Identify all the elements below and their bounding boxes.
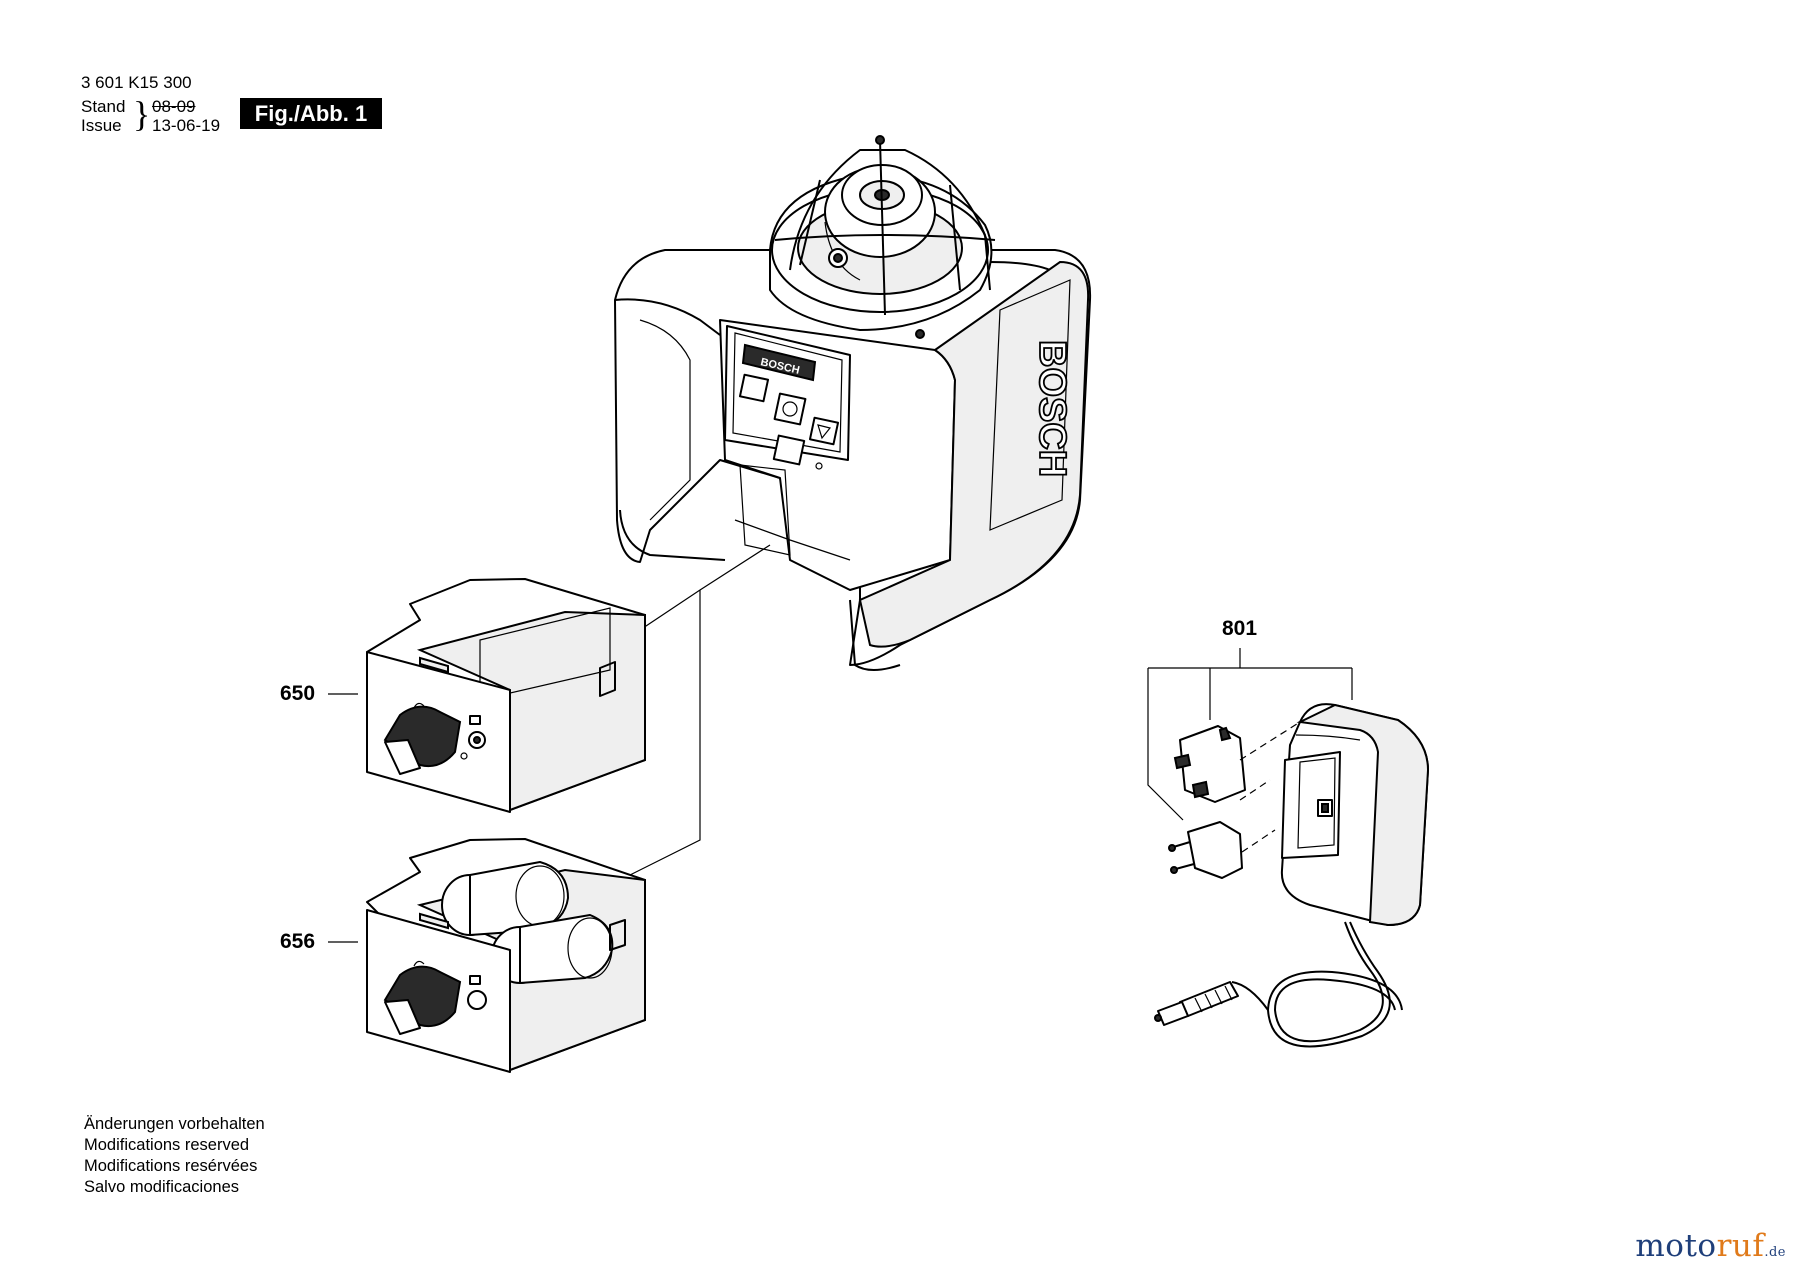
date-brace-icon: } (133, 94, 151, 134)
charger-801 (1147, 648, 1430, 1048)
leader-line-656 (619, 590, 701, 881)
stand-label: Stand (81, 97, 126, 116)
stand-date: 08-09 (152, 97, 196, 116)
footer-line-de: Änderungen vorbehalten (84, 1115, 265, 1133)
watermark-tld: .de (1764, 1245, 1786, 1260)
panel-rotation-button-icon (772, 434, 806, 466)
figure-label: Fig./Abb. 1 (240, 98, 382, 129)
issue-date: 13-06-19 (152, 116, 221, 135)
watermark-part2: ruf (1716, 1228, 1765, 1264)
callout-650: 650 (280, 682, 316, 705)
laser-head (769, 135, 996, 339)
callout-656: 656 (280, 930, 316, 953)
issue-label: Issue (81, 116, 122, 135)
panel-button-left-icon (738, 373, 770, 403)
watermark-part1: moto (1635, 1228, 1717, 1264)
footer-line-fr: Modifications resérvées (84, 1157, 258, 1175)
part-number: 3 601 K15 300 (81, 73, 192, 92)
battery-holder-656 (366, 838, 646, 1073)
watermark-logo: motoruf.de (1635, 1228, 1786, 1264)
battery-pack-650 (366, 578, 646, 813)
footer-notes: Änderungen vorbehalten Modifications res… (84, 1114, 265, 1198)
footer-line-es: Salvo modificaciones (84, 1178, 239, 1196)
panel-button-down-icon (808, 416, 840, 446)
panel-power-button-icon (773, 392, 807, 426)
side-brand-label: BOSCH (1031, 340, 1073, 477)
footer-line-en: Modifications reserved (84, 1136, 250, 1154)
rotation-laser-unit: BOSCH BO (614, 135, 1092, 671)
callout-801: 801 (1222, 617, 1258, 640)
